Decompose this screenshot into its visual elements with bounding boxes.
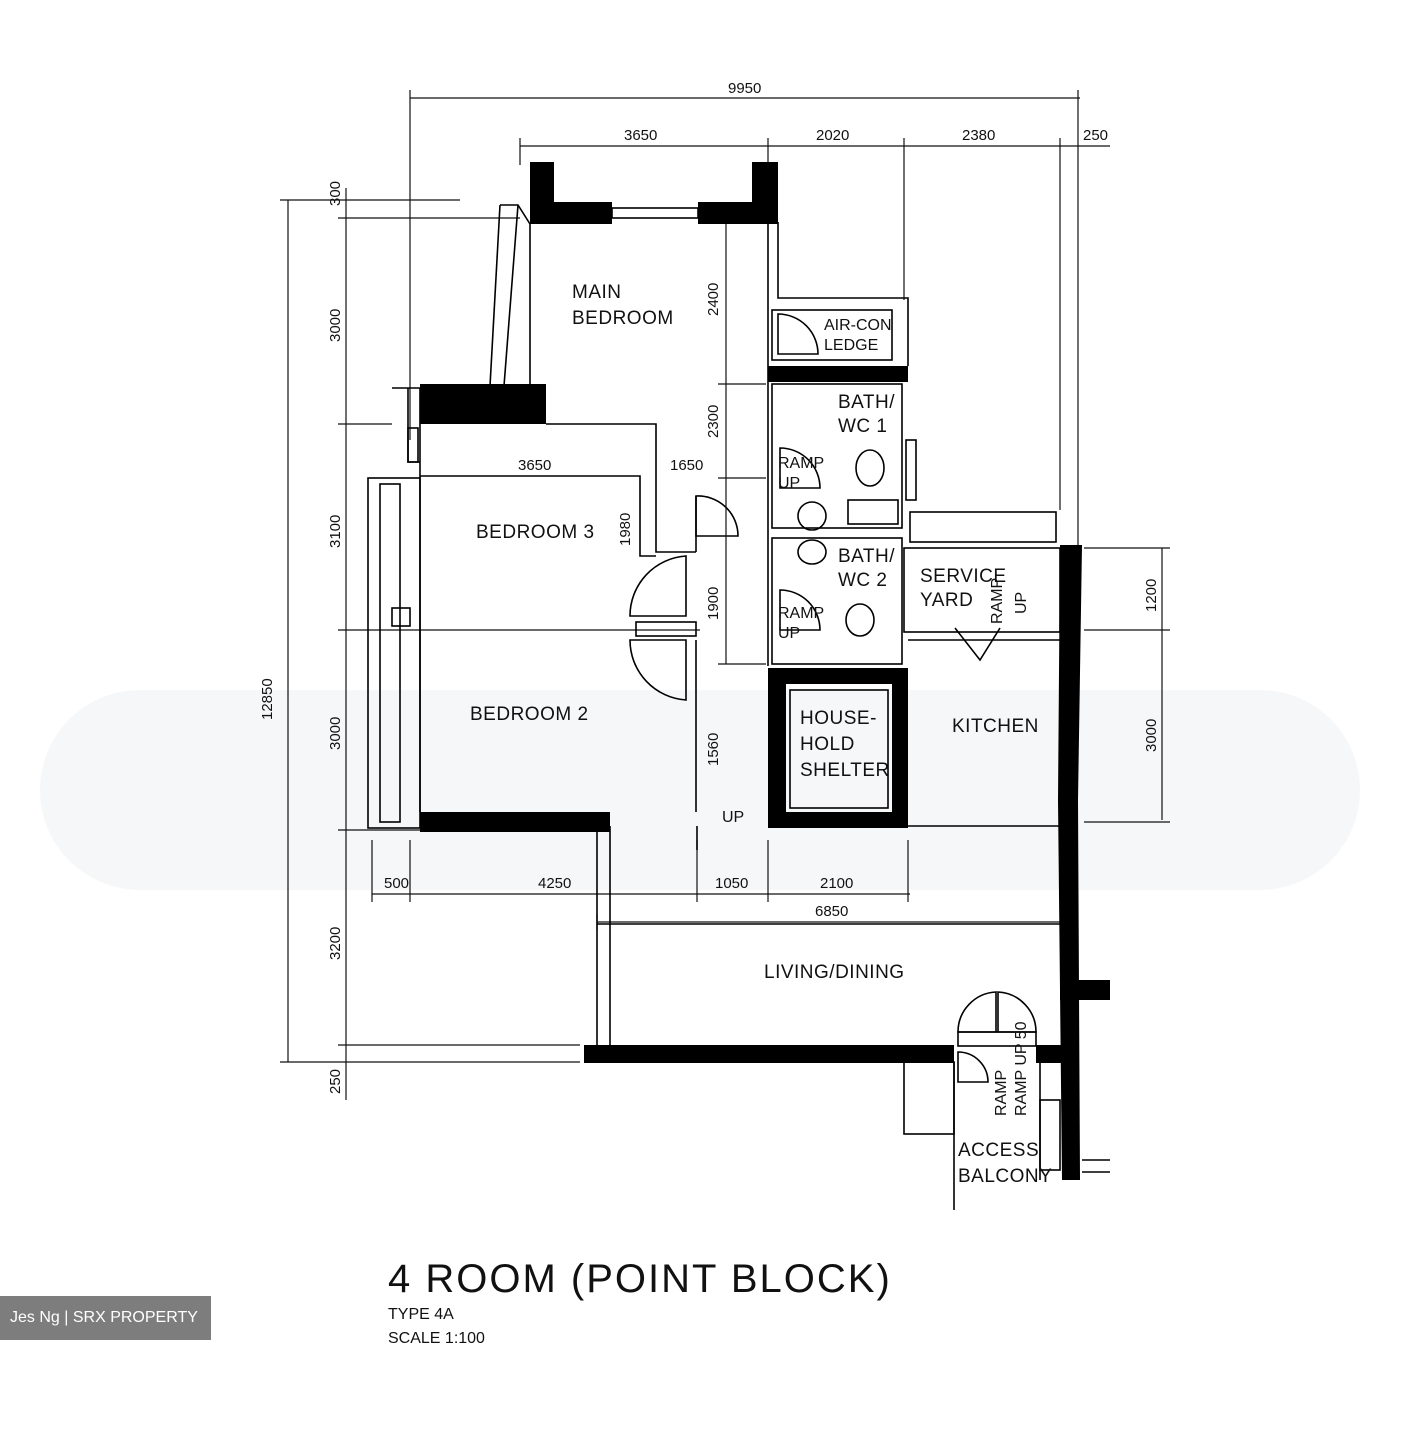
label-main-2: BEDROOM <box>572 308 674 329</box>
interior-dimensions: 2400 2300 3650 1650 1980 1900 1560 <box>518 224 766 766</box>
label-household-1: HOUSE- <box>800 708 877 729</box>
label-bath1-2: WC 1 <box>838 416 888 437</box>
dim-left-a: 300 <box>327 181 344 206</box>
top-dimensions: 9950 3650 2020 2380 250 <box>409 80 1110 545</box>
label-up-corridor: UP <box>722 809 744 826</box>
dim-left-e: 3200 <box>327 927 344 960</box>
label-bath2-2: WC 2 <box>838 570 888 591</box>
dim-left-f: 250 <box>327 1069 344 1094</box>
dim-bot-4250: 4250 <box>538 875 571 892</box>
label-bedroom3: BEDROOM 3 <box>476 522 595 543</box>
left-dimensions: 12850 300 3000 3100 3000 3200 250 <box>259 181 700 1100</box>
dim-mb-2300: 2300 <box>705 405 722 438</box>
dim-top-d: 250 <box>1083 127 1108 144</box>
plan-caption: 4 ROOM (POINT BLOCK) TYPE 4A SCALE 1:100 <box>388 1255 892 1351</box>
label-ramp-3: RAMP <box>989 578 1006 624</box>
plan-title: 4 ROOM (POINT BLOCK) <box>388 1257 892 1301</box>
dim-top-b: 2020 <box>816 127 849 144</box>
dim-left-overall: 12850 <box>259 678 276 720</box>
label-up-1: UP <box>778 475 800 492</box>
dim-bot-500: 500 <box>384 875 409 892</box>
dim-b3-3650: 3650 <box>518 457 551 474</box>
dim-hs-1560: 1560 <box>705 733 722 766</box>
dim-b3-1650: 1650 <box>670 457 703 474</box>
label-ramp-2: RAMP <box>778 605 824 622</box>
label-bedroom2: BEDROOM 2 <box>470 704 589 725</box>
label-up-2: UP <box>778 625 800 642</box>
watermark-band <box>40 690 1360 890</box>
partition-lines <box>367 204 1110 1210</box>
dim-bot-1050: 1050 <box>715 875 748 892</box>
dim-right-3000: 3000 <box>1143 719 1160 752</box>
dim-left-d: 3000 <box>327 717 344 750</box>
dim-overall-width: 9950 <box>728 80 761 97</box>
right-dimensions: 1200 3000 <box>1084 547 1170 823</box>
label-access-2: BALCONY <box>958 1166 1052 1187</box>
label-bath2-1: BATH/ <box>838 546 895 567</box>
dim-right-1200: 1200 <box>1143 579 1160 612</box>
dim-corr-1900: 1900 <box>705 587 722 620</box>
label-aircon-1: AIR-CON <box>824 317 892 334</box>
label-household-2: HOLD <box>800 734 855 755</box>
label-ramp-1: RAMP <box>778 455 824 472</box>
label-ramp-4: RAMP <box>993 1070 1010 1116</box>
label-up-3: UP <box>1013 592 1030 614</box>
floor-plan-drawing: 9950 3650 2020 2380 250 12850 300 3000 3… <box>40 80 1360 1210</box>
dim-mb-2400: 2400 <box>705 283 722 316</box>
label-up-4: RAMP UP 50 <box>1013 1021 1030 1116</box>
label-living: LIVING/DINING <box>764 962 905 983</box>
label-access-1: ACCESS <box>958 1140 1039 1161</box>
label-main-1: MAIN <box>572 282 622 303</box>
dim-top-c: 2380 <box>962 127 995 144</box>
label-kitchen: KITCHEN <box>952 716 1039 737</box>
dim-left-c: 3100 <box>327 515 344 548</box>
plan-scale: SCALE 1:100 <box>388 1330 485 1347</box>
dim-bot-6850: 6850 <box>815 903 848 920</box>
plan-type: TYPE 4A <box>388 1306 454 1323</box>
room-labels: MAIN BEDROOM AIR-CON LEDGE BATH/ WC 1 BA… <box>470 282 1052 1187</box>
credit-badge: Jes Ng | SRX PROPERTY <box>0 1296 211 1340</box>
dim-left-b: 3000 <box>327 309 344 342</box>
label-aircon-2: LEDGE <box>824 337 878 354</box>
label-service-1: SERVICE <box>920 566 1007 587</box>
walls <box>420 162 1110 1180</box>
label-service-2: YARD <box>920 590 973 611</box>
dim-b3-1980: 1980 <box>617 513 634 546</box>
label-household-3: SHELTER <box>800 760 890 781</box>
dim-top-a: 3650 <box>624 127 657 144</box>
dim-bot-2100: 2100 <box>820 875 853 892</box>
label-bath1-1: BATH/ <box>838 392 895 413</box>
